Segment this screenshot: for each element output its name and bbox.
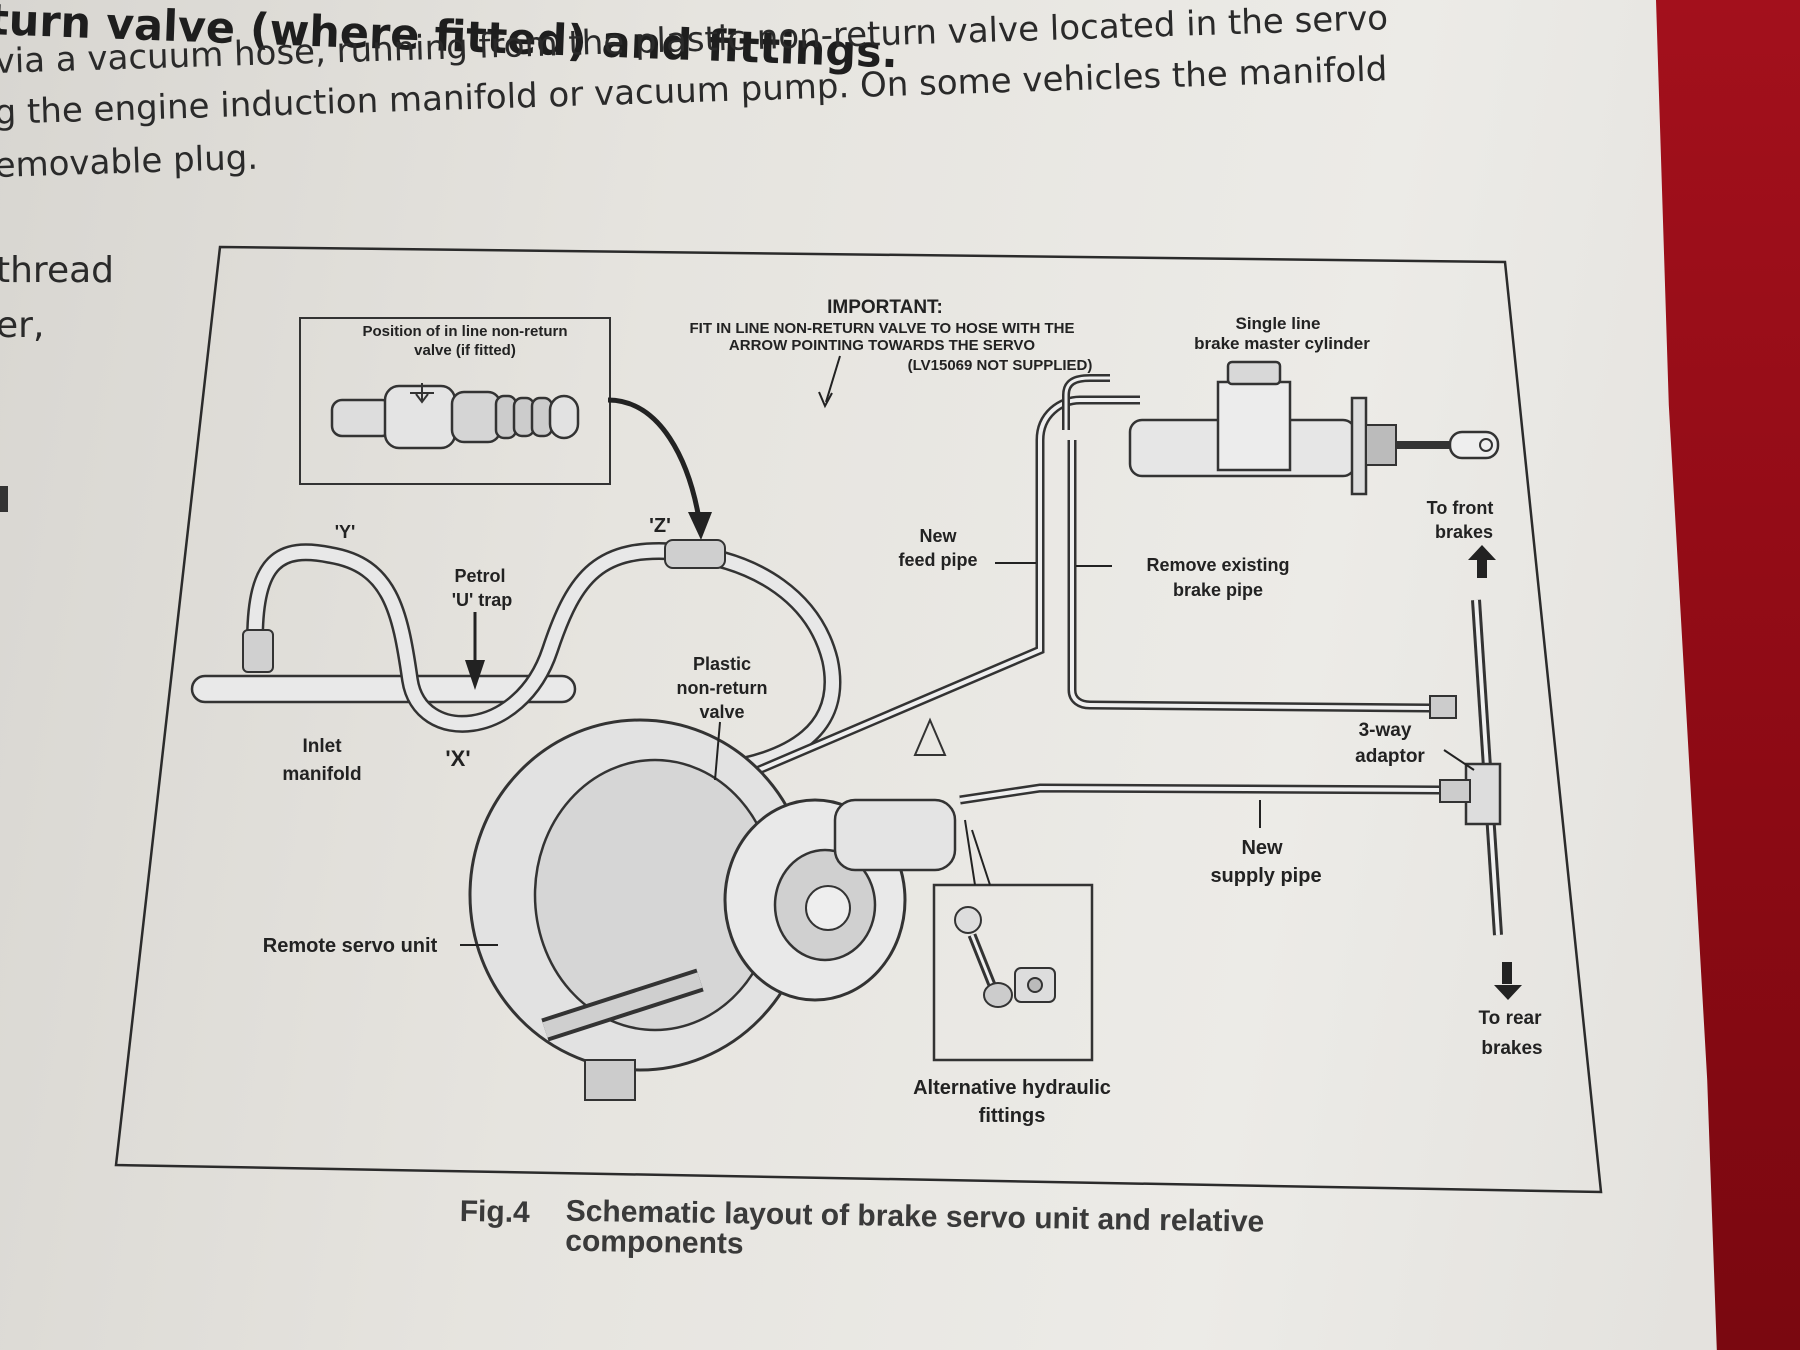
plastic-valve-label-2: non-return bbox=[677, 678, 768, 698]
figure-caption-text: Schematic layout of brake servo unit and… bbox=[565, 1194, 1265, 1261]
rear-brakes-arrow bbox=[1494, 985, 1522, 1000]
side-text-er: er, bbox=[0, 305, 45, 346]
feed-pipe-label-2: feed pipe bbox=[898, 550, 977, 570]
adaptor-label-1: 3-way bbox=[1359, 720, 1412, 741]
important-pointer-arrow bbox=[818, 391, 833, 409]
important-line-2: ARROW POINTING TOWARDS THE SERVO bbox=[729, 337, 1035, 354]
inset-title-2: valve (if fitted) bbox=[414, 342, 516, 359]
front-brakes-arrow bbox=[1468, 545, 1496, 560]
remove-pipe-label-2: brake pipe bbox=[1173, 580, 1263, 600]
plastic-valve-label-1: Plastic bbox=[693, 654, 751, 674]
side-mark bbox=[0, 486, 8, 512]
figure-number: Fig.4 bbox=[459, 1195, 531, 1230]
front-brakes-label-2: brakes bbox=[1435, 522, 1493, 542]
marker-y: 'Y' bbox=[335, 522, 356, 542]
diagram-border bbox=[114, 245, 1603, 1194]
master-cylinder bbox=[1128, 360, 1500, 496]
remote-servo-unit bbox=[468, 717, 957, 1101]
alternative-fittings-inset bbox=[932, 819, 1094, 1062]
inset-pointer-line bbox=[607, 397, 703, 526]
inlet-manifold-label-2: manifold bbox=[282, 764, 361, 785]
plastic-valve-label-3: valve bbox=[699, 702, 744, 722]
supply-pipe-label-2: supply pipe bbox=[1210, 865, 1321, 887]
marker-z: 'Z' bbox=[649, 515, 671, 537]
supply-pipe-label-1: New bbox=[1241, 837, 1283, 859]
plastic-valve-pointer bbox=[714, 721, 721, 781]
marker-x: 'X' bbox=[445, 746, 470, 771]
feed-pipe-label-1: New bbox=[919, 526, 957, 546]
inset-pointer-arrow bbox=[688, 512, 712, 540]
adaptor-label-2: adaptor bbox=[1355, 746, 1425, 767]
rear-brakes-label-1: To rear bbox=[1478, 1008, 1542, 1029]
side-text-thread: thread bbox=[0, 250, 115, 291]
master-cylinder-label-2: brake master cylinder bbox=[1194, 334, 1370, 353]
inline-valve-icon bbox=[330, 383, 580, 450]
vacuum-hose bbox=[242, 539, 842, 779]
remote-servo-label: Remote servo unit bbox=[263, 935, 438, 957]
important-line-3: (LV15069 NOT SUPPLIED) bbox=[908, 357, 1093, 374]
alt-fittings-label-1: Alternative hydraulic bbox=[913, 1077, 1111, 1099]
remove-pipe-label-1: Remove existing bbox=[1146, 555, 1289, 575]
petrol-trap-label-2: 'U' trap bbox=[452, 590, 513, 610]
rear-brakes-label-2: brakes bbox=[1481, 1038, 1542, 1059]
important-line-1: FIT IN LINE NON-RETURN VALVE TO HOSE WIT… bbox=[690, 320, 1075, 337]
adaptor-pointer bbox=[1443, 749, 1475, 771]
inlet-manifold-bar bbox=[190, 674, 577, 704]
inline-valve-inset bbox=[299, 317, 611, 485]
important-title: IMPORTANT: bbox=[827, 297, 943, 318]
inlet-manifold-label-1: Inlet bbox=[302, 736, 342, 757]
important-pointer-line bbox=[825, 355, 841, 403]
inset-title-1: Position of in line non-return bbox=[363, 323, 568, 340]
master-cylinder-label-1: Single line bbox=[1235, 314, 1320, 333]
hose-connector-y bbox=[242, 629, 274, 673]
alt-fittings-label-2: fittings bbox=[979, 1105, 1046, 1127]
three-way-adaptor bbox=[1429, 599, 1503, 936]
front-brakes-label-1: To front bbox=[1427, 498, 1494, 518]
hose-connector-z bbox=[664, 539, 726, 569]
petrol-trap-label-1: Petrol bbox=[454, 566, 505, 586]
petrol-trap-arrow bbox=[465, 660, 485, 690]
